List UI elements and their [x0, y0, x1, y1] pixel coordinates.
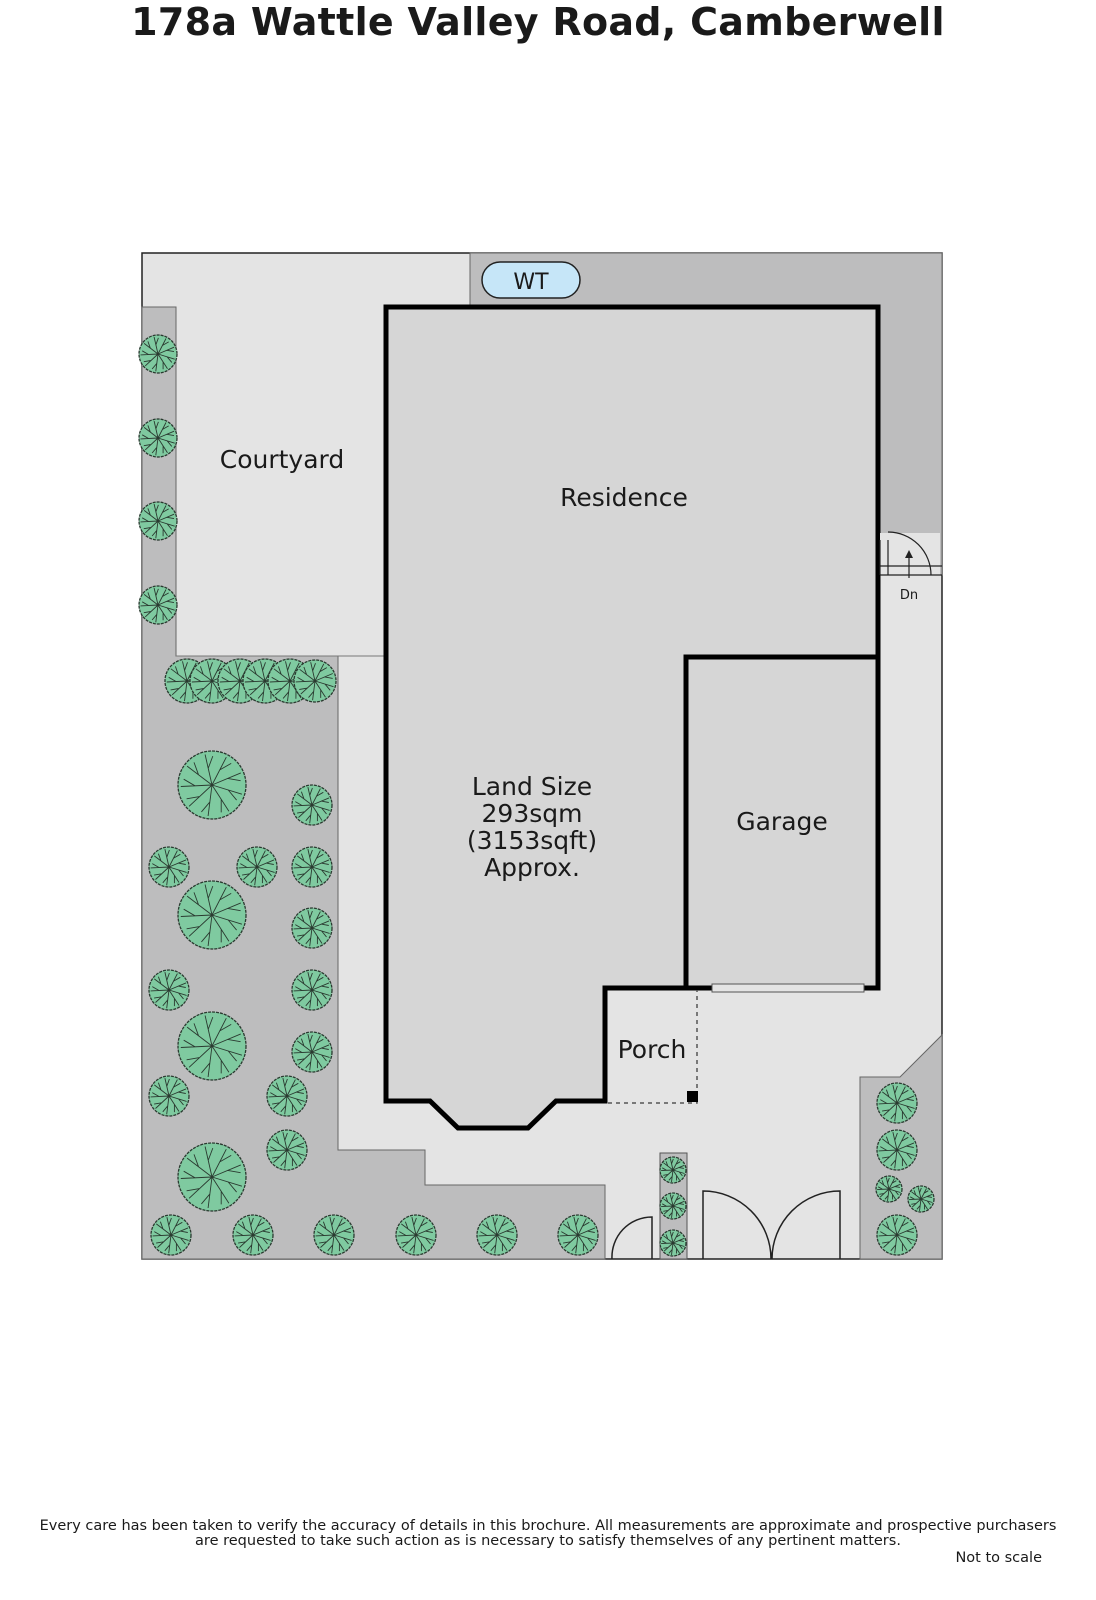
tree-icon — [232, 1214, 274, 1256]
tree-icon — [659, 1192, 687, 1220]
tree-icon — [659, 1229, 687, 1257]
porch-outline — [608, 990, 698, 1104]
page-title: 178a Wattle Valley Road, Camberwell — [131, 0, 945, 44]
land-size-line1: Land Size — [472, 772, 592, 801]
tree-icon — [291, 907, 333, 949]
tree-icon — [177, 1011, 247, 1081]
land-size-line3: (3153sqft) — [467, 826, 597, 855]
tree-icon — [266, 1075, 308, 1117]
water-tank-label: WT — [513, 270, 549, 295]
tree-icon — [557, 1214, 599, 1256]
tree-icon — [138, 334, 178, 374]
land-size-line4: Approx. — [484, 853, 580, 882]
tree-icon — [138, 501, 178, 541]
tree-icon — [177, 880, 247, 950]
land-size-line2: 293sqm — [482, 799, 583, 828]
tree-icon — [138, 418, 178, 458]
disclaimer: Every care has been taken to verify the … — [0, 1519, 1096, 1549]
porch-label: Porch — [618, 1035, 687, 1064]
porch-area — [608, 991, 697, 1103]
tree-icon — [148, 969, 190, 1011]
tree-icon — [177, 1142, 247, 1212]
tree-icon — [291, 969, 333, 1011]
tree-icon — [659, 1156, 687, 1184]
porch-post — [687, 1091, 698, 1102]
tree-icon — [876, 1129, 918, 1171]
water-tank — [481, 261, 581, 299]
stairs-down-label: Dn — [900, 588, 918, 603]
tree-icon — [876, 1214, 918, 1256]
tree-icon — [291, 784, 333, 826]
disclaimer-line2: are requested to take such action as is … — [195, 1533, 901, 1549]
tree-icon — [177, 750, 247, 820]
tree-icon — [148, 846, 190, 888]
tree-icon — [293, 659, 337, 703]
tree-icon — [236, 846, 278, 888]
courtyard-label: Courtyard — [220, 445, 345, 474]
disclaimer-line1: Every care has been taken to verify the … — [39, 1518, 1057, 1534]
tree-icon — [876, 1082, 918, 1124]
side-door-stairs — [879, 531, 942, 578]
tree-icon — [148, 1075, 190, 1117]
tree-icon — [138, 585, 178, 625]
scale-note: Not to scale — [955, 1550, 1042, 1566]
tree-icon — [875, 1175, 903, 1203]
tree-icon — [266, 1129, 308, 1171]
garden-left — [141, 306, 606, 1260]
tree-icon — [291, 846, 333, 888]
tree-icon — [313, 1214, 355, 1256]
tree-icon — [476, 1214, 518, 1256]
tree-icon — [907, 1185, 935, 1213]
garage-door — [711, 983, 865, 993]
entry-gates — [611, 1190, 841, 1260]
trees — [138, 334, 935, 1257]
tree-icon — [291, 1031, 333, 1073]
tree-icon — [395, 1214, 437, 1256]
residence-label: Residence — [560, 483, 688, 512]
garage-label: Garage — [736, 807, 828, 836]
tree-icon — [150, 1214, 192, 1256]
